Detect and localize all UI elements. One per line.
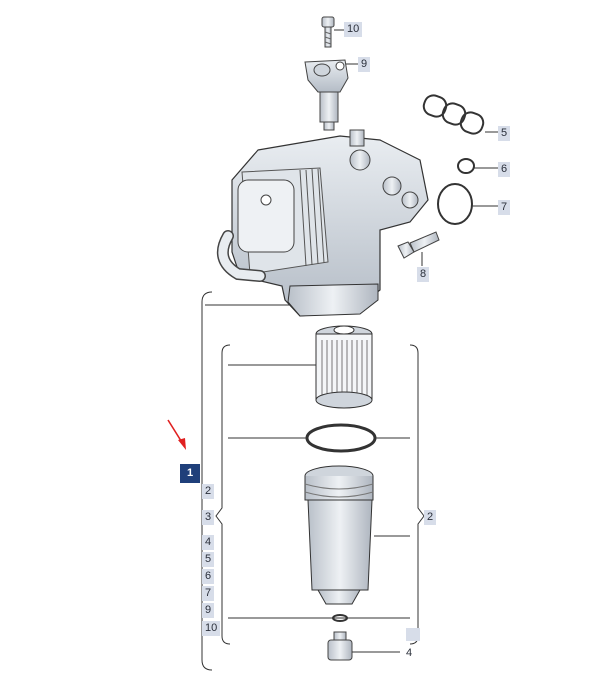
mounting-bolt-part xyxy=(397,231,440,259)
side-item-6: 6 xyxy=(202,569,215,584)
side-item-7: 7 xyxy=(202,586,215,601)
side-item-2: 2 xyxy=(202,484,215,499)
drain-plug-part xyxy=(327,631,353,661)
callout-7: 7 xyxy=(498,200,511,215)
assembly-label-selected[interactable]: 1 xyxy=(180,464,201,483)
o-ring-part xyxy=(305,423,377,453)
side-item-4: 4 xyxy=(202,535,215,550)
callout-5: 5 xyxy=(498,126,511,141)
bolt-part xyxy=(321,16,335,48)
side-item-9: 9 xyxy=(202,603,215,618)
callout-6: 6 xyxy=(498,162,511,177)
callout-10: 10 xyxy=(344,22,363,37)
callout-2-right: 2 xyxy=(424,510,437,525)
side-item-3: 3 xyxy=(202,510,215,525)
small-seal-part xyxy=(457,158,475,174)
filter-element-part xyxy=(315,325,373,409)
side-item-5: 5 xyxy=(202,552,215,567)
filter-cap-part xyxy=(304,465,374,605)
side-item-10: 10 xyxy=(202,621,221,636)
red-arrow-indicator xyxy=(167,419,186,450)
callout-blank xyxy=(406,628,420,641)
sensor-part xyxy=(304,59,349,131)
callout-9: 9 xyxy=(358,57,371,72)
large-seal-part xyxy=(437,183,473,225)
callout-8: 8 xyxy=(417,267,430,282)
filter-housing-part xyxy=(216,129,429,317)
callout-4-bottom: 4 xyxy=(406,647,413,659)
gasket-set-part xyxy=(422,94,485,135)
